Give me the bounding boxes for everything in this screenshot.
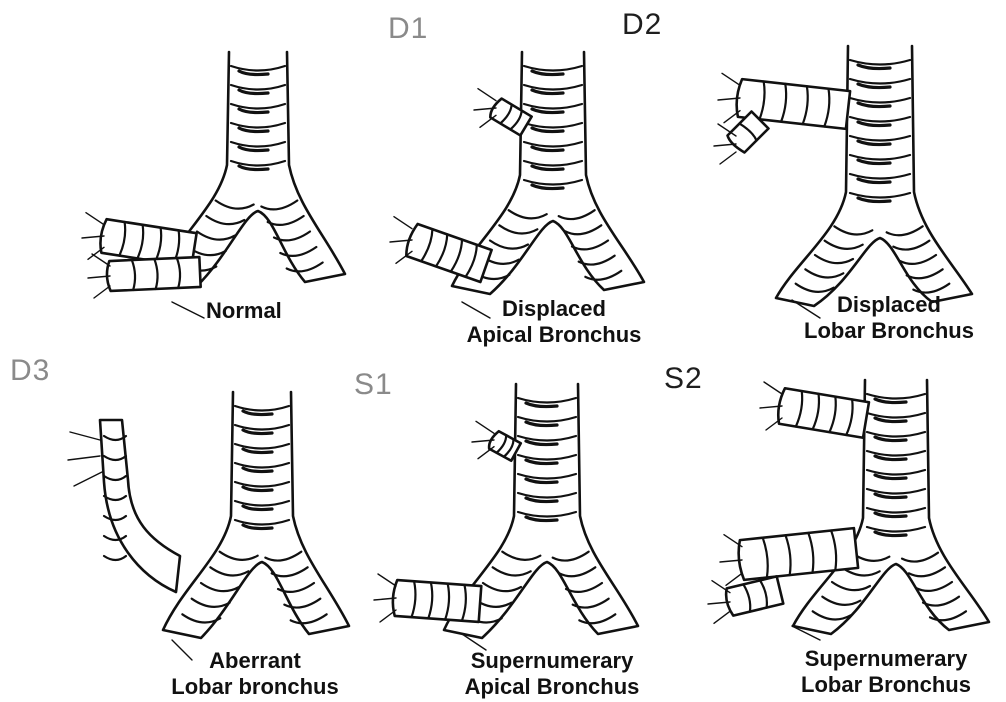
- panel-label-s2: S2: [664, 364, 703, 394]
- panel-d2-airway: [714, 46, 972, 318]
- caption-normal: Normal: [206, 298, 282, 324]
- twig-tips: [472, 421, 494, 458]
- twig-tips: [474, 89, 496, 128]
- side-bronchus: [393, 580, 481, 622]
- panel-s1-airway: [374, 384, 638, 650]
- side-bronchus: [726, 576, 783, 615]
- panel-s2-airway: [708, 380, 989, 640]
- caption-d1: Displaced Apical Bronchus: [436, 296, 672, 348]
- side-bronchus: [778, 388, 869, 438]
- twig-tips: [374, 574, 396, 622]
- panel-label-d2: D2: [622, 10, 662, 40]
- caption-d3-line-2: Lobar bronchus: [144, 674, 366, 700]
- panel-label-d3: D3: [10, 356, 50, 386]
- panel-label-d1: D1: [388, 14, 428, 44]
- caption-s1: Supernumerary Apical Bronchus: [434, 648, 670, 700]
- panel-normal-airway: [82, 52, 345, 318]
- caption-pointer: [172, 302, 204, 318]
- panel-label-s1: S1: [354, 370, 393, 400]
- caption-normal-line-1: Normal: [206, 298, 282, 324]
- side-bronchus: [107, 257, 201, 291]
- twig-tips: [88, 254, 110, 298]
- bronchus-ring: [104, 556, 126, 560]
- panel-d1-airway: [390, 52, 644, 318]
- caption-d3: Aberrant Lobar bronchus: [144, 648, 366, 700]
- caption-d2: Displaced Lobar Bronchus: [778, 292, 1000, 344]
- twig-tips: [68, 432, 102, 486]
- caption-d3-line-1: Aberrant: [144, 648, 366, 674]
- side-bronchus: [406, 224, 491, 282]
- caption-s2-line-2: Lobar Bronchus: [768, 672, 1004, 698]
- caption-d2-line-2: Lobar Bronchus: [778, 318, 1000, 344]
- caption-d1-line-2: Apical Bronchus: [436, 322, 672, 348]
- caption-s1-line-2: Apical Bronchus: [434, 674, 670, 700]
- caption-s2-line-1: Supernumerary: [768, 646, 1004, 672]
- caption-s2: Supernumerary Lobar Bronchus: [768, 646, 1004, 698]
- panel-d3-airway: [68, 392, 349, 660]
- caption-s1-line-1: Supernumerary: [434, 648, 670, 674]
- caption-d1-line-1: Displaced: [436, 296, 672, 322]
- caption-d2-line-1: Displaced: [778, 292, 1000, 318]
- aberrant-bronchus: [100, 420, 180, 592]
